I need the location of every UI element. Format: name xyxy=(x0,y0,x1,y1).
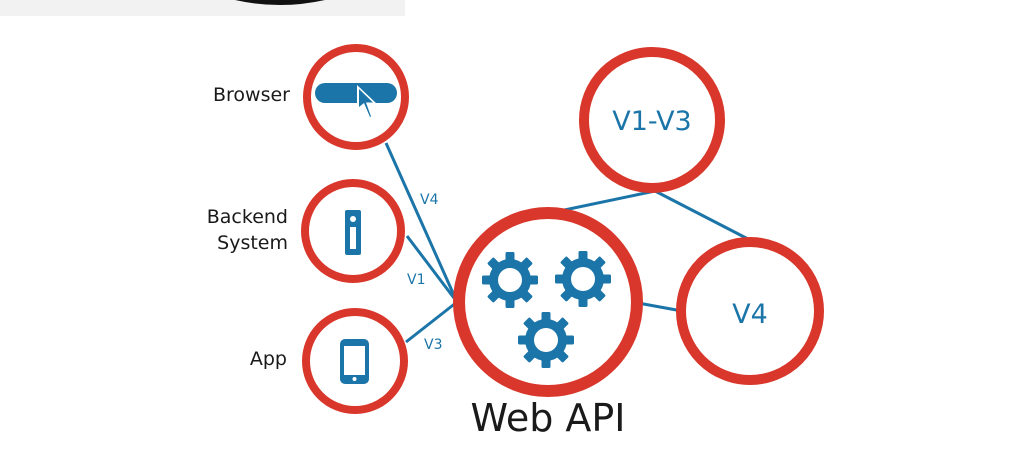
v4-label: V4 xyxy=(732,299,768,330)
backend-connection-label: V1 xyxy=(407,272,425,288)
backend-label-line1: Backend xyxy=(207,206,288,228)
gear-icon xyxy=(482,252,538,308)
browser-connection-label: V4 xyxy=(420,192,439,208)
backend-label-line2: System xyxy=(217,232,288,254)
v1-v3-label: V1-V3 xyxy=(612,106,691,137)
browser-connection xyxy=(384,142,459,303)
mouse-cursor-icon xyxy=(315,83,397,122)
app-connection xyxy=(405,300,458,344)
gear-icon xyxy=(518,312,574,368)
app-node xyxy=(302,308,408,414)
web-api-node xyxy=(453,207,643,397)
browser-label: Browser xyxy=(213,84,290,106)
app-label: App xyxy=(250,348,287,370)
gears-icon xyxy=(482,251,611,368)
v1-v3-node: V1-V3 xyxy=(579,47,725,193)
backend-node xyxy=(301,179,405,283)
browser-node xyxy=(303,44,409,150)
server-icon xyxy=(345,210,361,255)
v4-node: V4 xyxy=(676,237,824,385)
app-connection-label: V3 xyxy=(424,337,442,353)
mobile-phone-icon xyxy=(340,339,369,384)
webapi-to-v4-line xyxy=(637,301,683,313)
web-api-title: Web API xyxy=(470,396,625,440)
backend-connection xyxy=(405,235,459,303)
top-cropped-shape xyxy=(0,0,405,16)
v1v3-to-v4-line xyxy=(654,189,751,242)
gear-icon xyxy=(555,251,611,307)
